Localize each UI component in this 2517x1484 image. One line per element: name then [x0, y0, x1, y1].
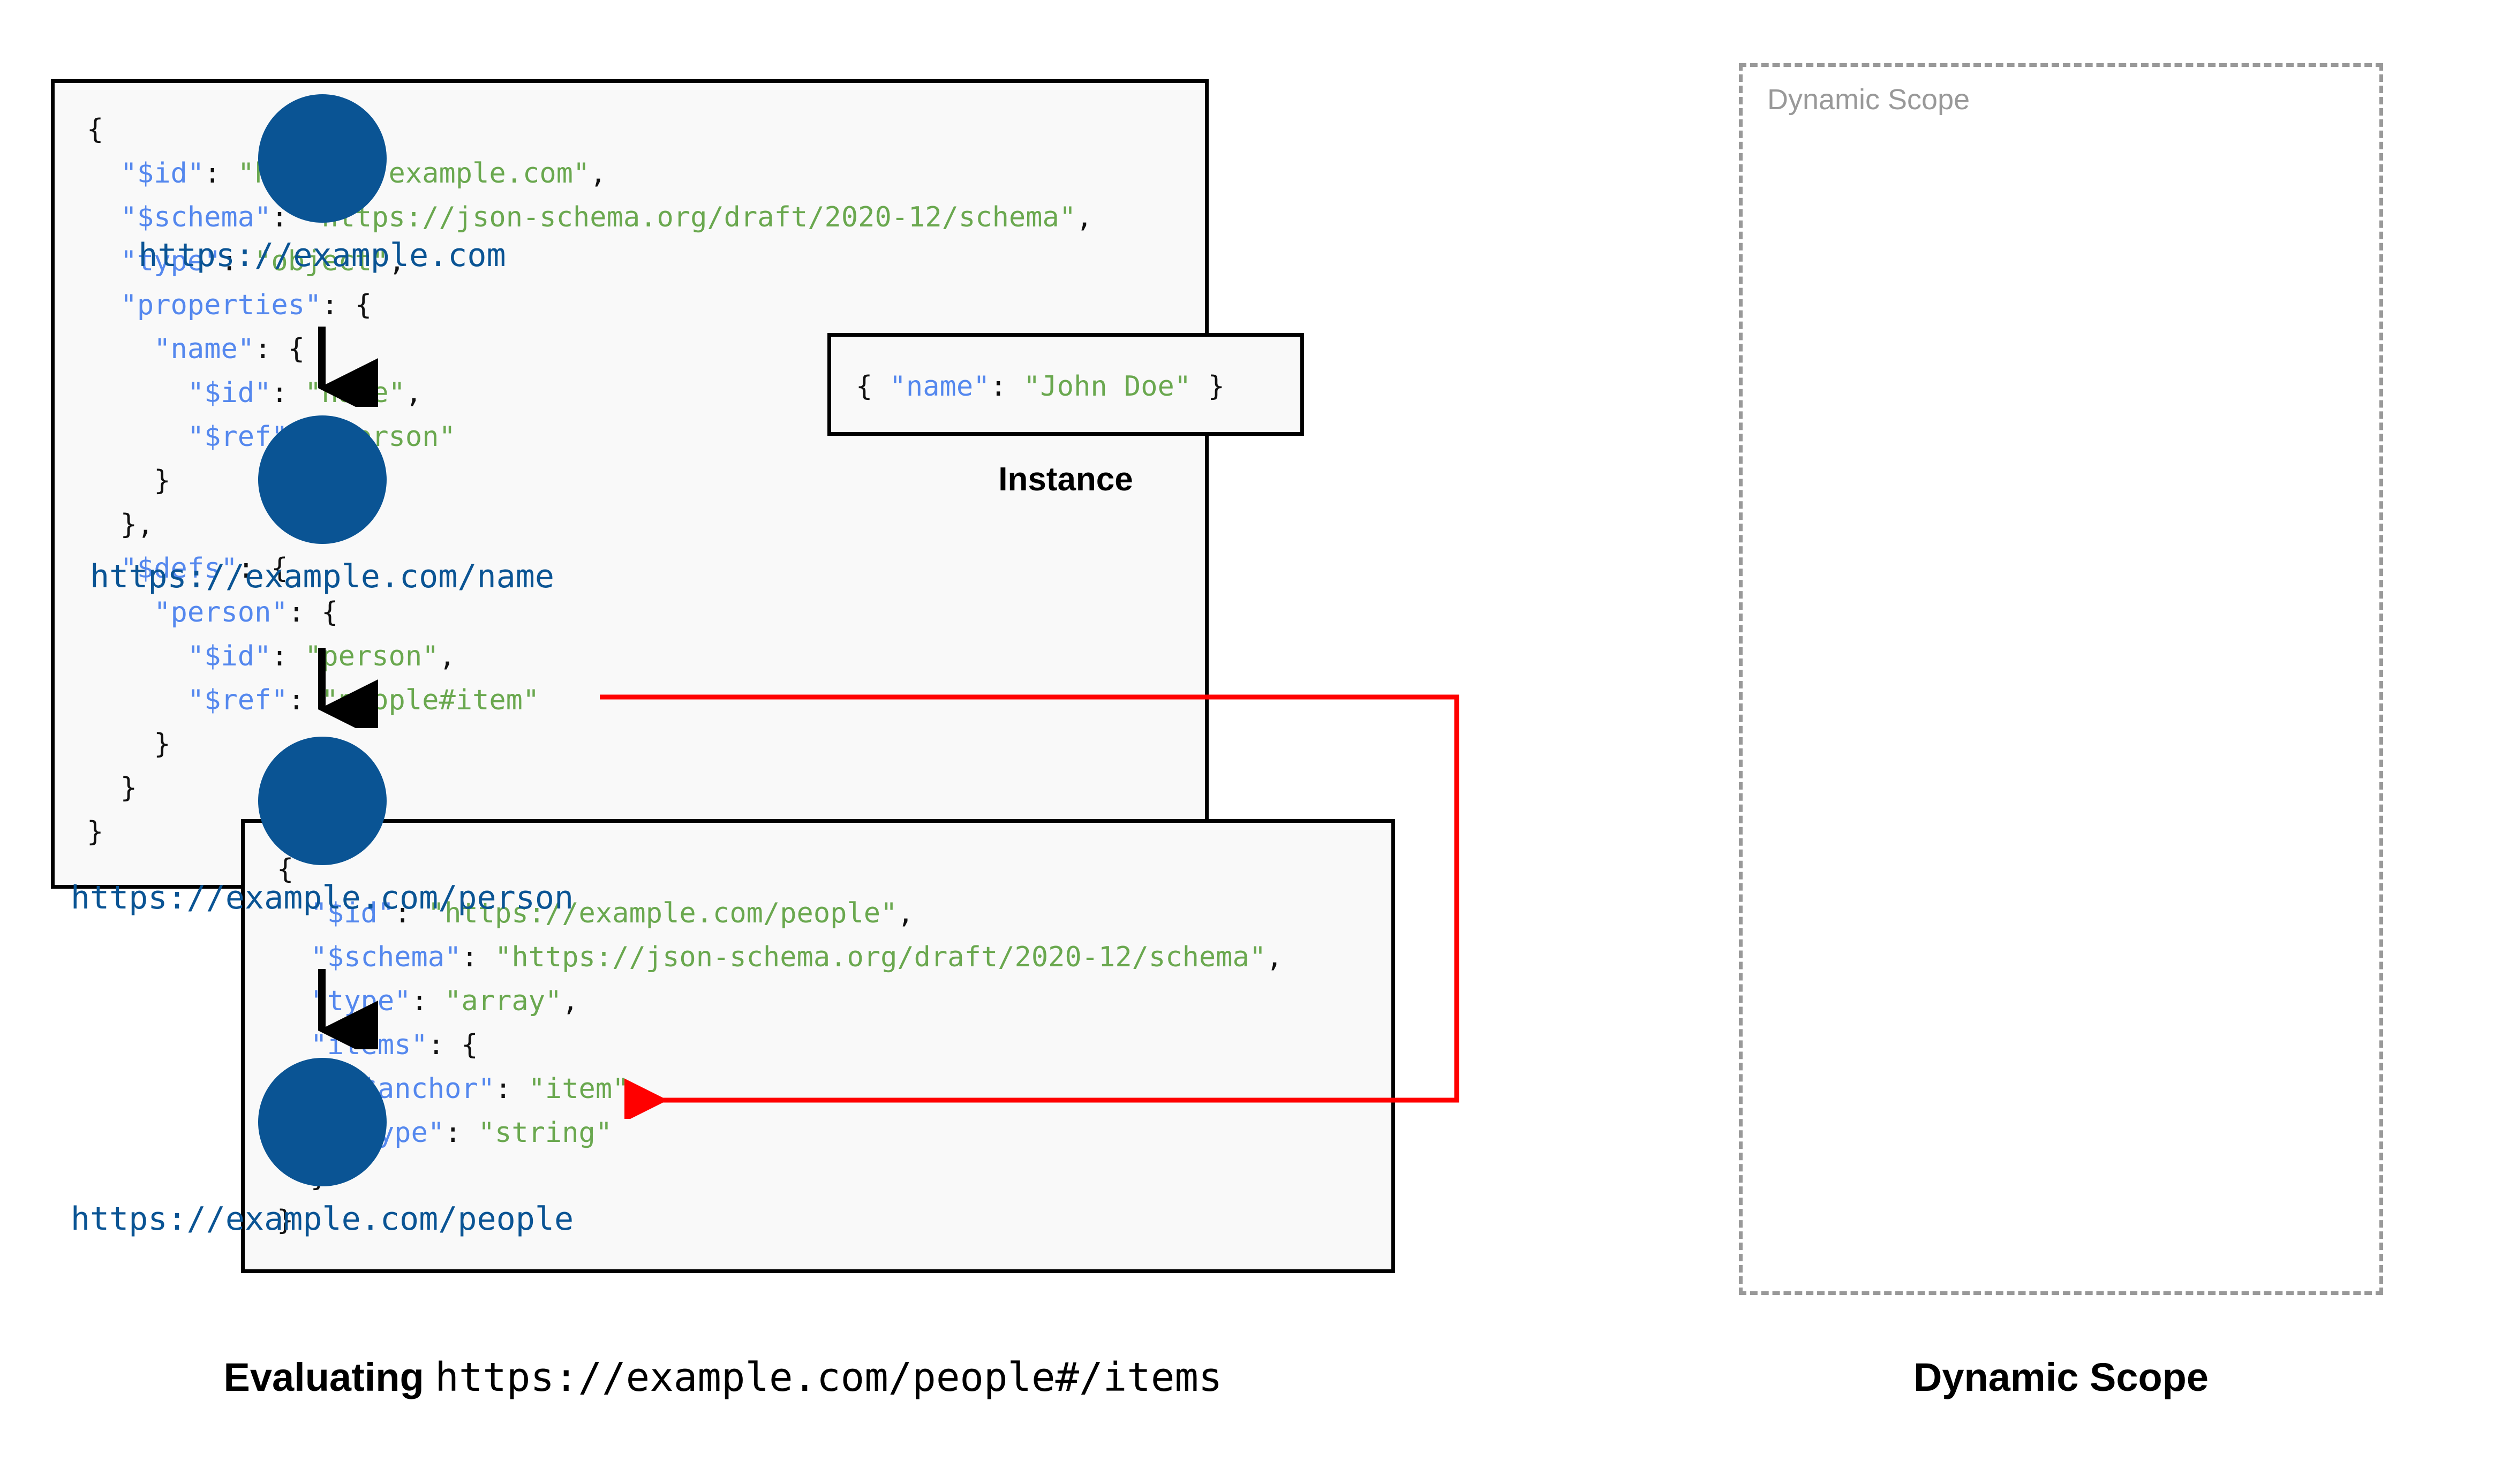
- scope-node-1: https://example.com/name: [0, 415, 644, 595]
- scope-arrow-2: [318, 969, 378, 1049]
- scope-node-3: https://example.com/people: [0, 1058, 644, 1238]
- scope-arrow-0: [318, 327, 378, 407]
- scope-node-label: https://example.com/person: [70, 879, 574, 917]
- scope-node-label: https://example.com: [138, 237, 506, 274]
- ref-resolution-arrow: [600, 694, 1459, 1119]
- evaluating-uri: https://example.com/people#/items: [435, 1354, 1223, 1400]
- scope-node-circle: [258, 94, 387, 223]
- scope-node-2: https://example.com/person: [0, 737, 644, 917]
- evaluating-prefix: Evaluating: [223, 1355, 435, 1399]
- people-schema-box: { "$id": "https://example.com/people", "…: [241, 819, 1395, 1273]
- scope-node-label: https://example.com/people: [70, 1200, 574, 1238]
- evaluating-caption: Evaluating https://example.com/people#/i…: [51, 1354, 1395, 1400]
- people-schema-code: { "$id": "https://example.com/people", "…: [277, 853, 1283, 1237]
- instance-caption: Instance: [998, 461, 1133, 498]
- instance-box: { "name": "John Doe" }: [827, 333, 1304, 436]
- dynamic-scope-caption: Dynamic Scope: [1913, 1355, 2209, 1399]
- scope-arrow-1: [318, 648, 378, 728]
- scope-node-circle: [258, 737, 387, 865]
- scope-node-label: https://example.com/name: [90, 558, 554, 595]
- scope-node-circle: [258, 1058, 387, 1186]
- scope-node-circle: [258, 415, 387, 544]
- dynamic-scope-panel: [1739, 63, 2383, 1295]
- scope-node-0: https://example.com: [0, 94, 644, 274]
- dynamic-scope-panel-label: Dynamic Scope: [1767, 84, 1970, 116]
- instance-code: { "name": "John Doe" }: [856, 370, 1225, 403]
- root-schema-box: { "$id": "https://example.com", "$schema…: [51, 79, 1209, 889]
